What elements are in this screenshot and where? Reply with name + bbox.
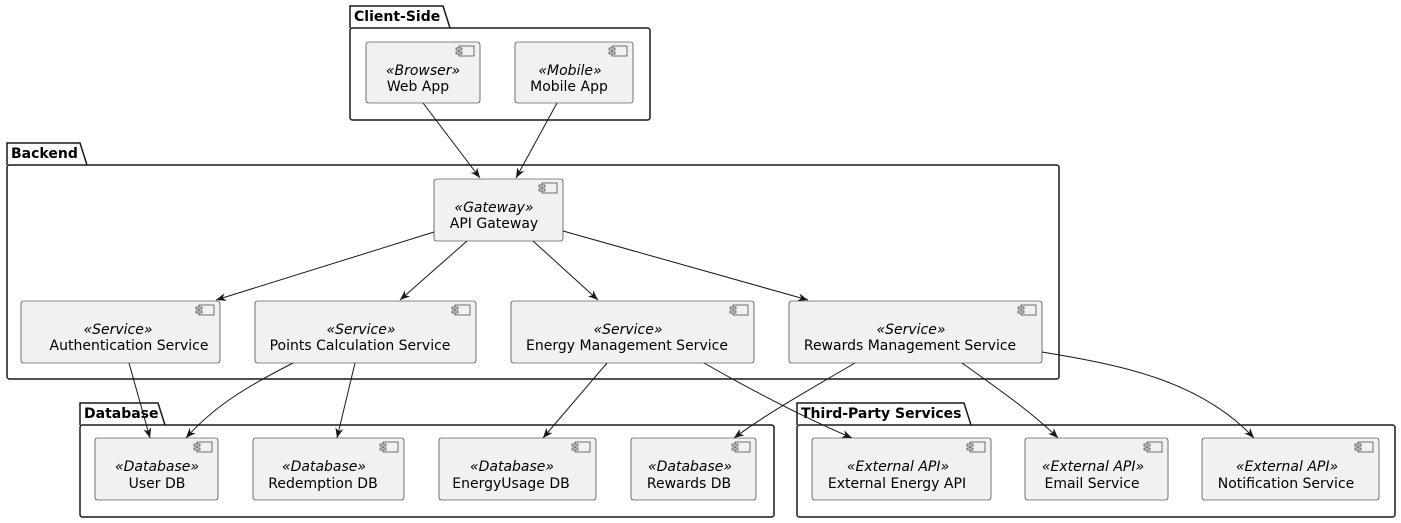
- component-points-calculation-service[interactable]: «Service» Points Calculation Service: [254, 300, 477, 364]
- component-stereotype: «Database»: [282, 459, 366, 475]
- component-icon: [1143, 441, 1163, 453]
- component-email-service[interactable]: «External API» Email Service: [1024, 437, 1169, 501]
- component-icon: [193, 441, 213, 453]
- component-stereotype: «External API»: [1042, 459, 1144, 475]
- component-mobile-app[interactable]: «Mobile» Mobile App: [514, 41, 634, 104]
- component-stereotype: «Service»: [593, 322, 662, 338]
- component-web-app[interactable]: «Browser» Web App: [365, 41, 481, 104]
- connector-api-gateway-to-rewards-service: [562, 230, 809, 302]
- component-stereotype: «Browser»: [386, 63, 460, 79]
- component-external-energy-api[interactable]: «External API» External Energy API: [811, 437, 992, 501]
- component-icon: [966, 441, 986, 453]
- component-label: EnergyUsage DB: [452, 476, 569, 492]
- connector-auth-service-to-user-db: [128, 362, 152, 439]
- component-notification-service[interactable]: «External API» Notification Service: [1201, 437, 1380, 501]
- component-stereotype: «Database»: [115, 459, 199, 475]
- component-icon: [451, 304, 471, 316]
- component-user-db[interactable]: «Database» User DB: [94, 437, 219, 501]
- component-stereotype: «Mobile»: [538, 63, 601, 79]
- component-label: User DB: [129, 476, 186, 492]
- component-label: Web App: [387, 79, 449, 95]
- component-rewards-db[interactable]: «Database» Rewards DB: [630, 437, 757, 501]
- connector-rewards-service-to-rewards-db: [733, 362, 856, 439]
- package-title: Third-Party Services: [801, 406, 962, 422]
- component-stereotype: «Database»: [470, 459, 554, 475]
- component-label: Redemption DB: [268, 476, 377, 492]
- component-label: Energy Management Service: [526, 338, 728, 354]
- connector-rewards-service-to-notification-service: [1041, 351, 1255, 439]
- component-stereotype: «Service»: [83, 322, 152, 338]
- component-label: Rewards Management Service: [804, 338, 1016, 354]
- component-icon: [379, 441, 399, 453]
- component-icon: [455, 45, 475, 57]
- connector-points-service-to-user-db: [185, 362, 294, 439]
- component-label: Authentication Service: [50, 338, 209, 354]
- component-stereotype: «External API»: [1236, 459, 1338, 475]
- connector-rewards-service-to-email-service: [961, 362, 1059, 439]
- component-stereotype: «Database»: [648, 459, 732, 475]
- component-api-gateway[interactable]: «Gateway» API Gateway: [433, 178, 564, 242]
- component-icon: [195, 304, 215, 316]
- component-authentication-service[interactable]: «Service» Authentication Service: [20, 300, 221, 364]
- component-label: External Energy API: [828, 476, 966, 492]
- connector-web-app-to-api-gateway: [422, 102, 481, 179]
- component-icon: [1354, 441, 1374, 453]
- connector-api-gateway-to-points-service: [399, 240, 468, 301]
- component-rewards-management-service[interactable]: «Service» Rewards Management Service: [788, 300, 1043, 364]
- component-icon: [538, 182, 558, 194]
- connector-mobile-app-to-api-gateway: [515, 102, 558, 179]
- component-icon: [1017, 304, 1037, 316]
- connector-energy-service-to-energyusage-db: [542, 362, 608, 439]
- component-icon: [571, 441, 591, 453]
- package-title: Database: [84, 406, 159, 422]
- connector-api-gateway-to-auth-service: [215, 231, 435, 301]
- component-redemption-db[interactable]: «Database» Redemption DB: [252, 437, 405, 501]
- component-label: API Gateway: [450, 216, 538, 232]
- component-label: Mobile App: [530, 79, 608, 95]
- component-icon: [731, 441, 751, 453]
- component-icon: [729, 304, 749, 316]
- component-energyusage-db[interactable]: «Database» EnergyUsage DB: [438, 437, 597, 501]
- component-stereotype: «External API»: [847, 459, 949, 475]
- package-title: Backend: [11, 146, 78, 162]
- component-stereotype: «Service»: [326, 322, 395, 338]
- component-icon: [608, 45, 628, 57]
- connections: [128, 102, 1255, 439]
- component-stereotype: «Gateway»: [454, 200, 533, 216]
- package-title: Client-Side: [354, 9, 440, 25]
- component-label: Points Calculation Service: [270, 338, 451, 354]
- component-label: Rewards DB: [647, 476, 731, 492]
- component-label: Notification Service: [1218, 476, 1355, 492]
- component-energy-management-service[interactable]: «Service» Energy Management Service: [510, 300, 755, 364]
- connector-points-service-to-redemption-db: [335, 362, 356, 439]
- component-label: Email Service: [1044, 476, 1139, 492]
- connector-api-gateway-to-energy-service: [532, 240, 599, 301]
- component-stereotype: «Service»: [876, 322, 945, 338]
